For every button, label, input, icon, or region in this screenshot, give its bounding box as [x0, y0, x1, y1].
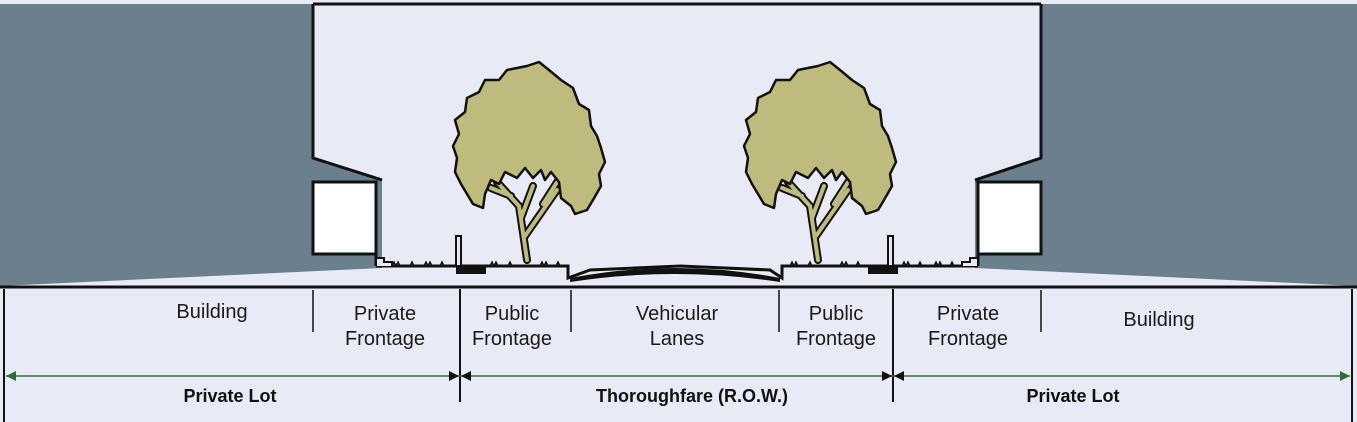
label-building-left: Building: [176, 301, 248, 323]
label-building-right: Building: [1123, 309, 1195, 331]
label-private-frontage-right: Private Frontage: [927, 303, 1009, 350]
label-public-frontage-right: Public Frontage: [795, 303, 877, 350]
label-public-frontage-left: Public Frontage: [471, 303, 553, 350]
label-private-lot-right: Private Lot: [1026, 386, 1120, 406]
label-thoroughfare: Thoroughfare (R.O.W.): [596, 386, 788, 406]
label-private-lot-left: Private Lot: [183, 386, 277, 406]
label-private-frontage-left: Private Frontage: [344, 303, 426, 350]
label-vehicular-lanes: Vehicular Lanes: [635, 303, 719, 350]
